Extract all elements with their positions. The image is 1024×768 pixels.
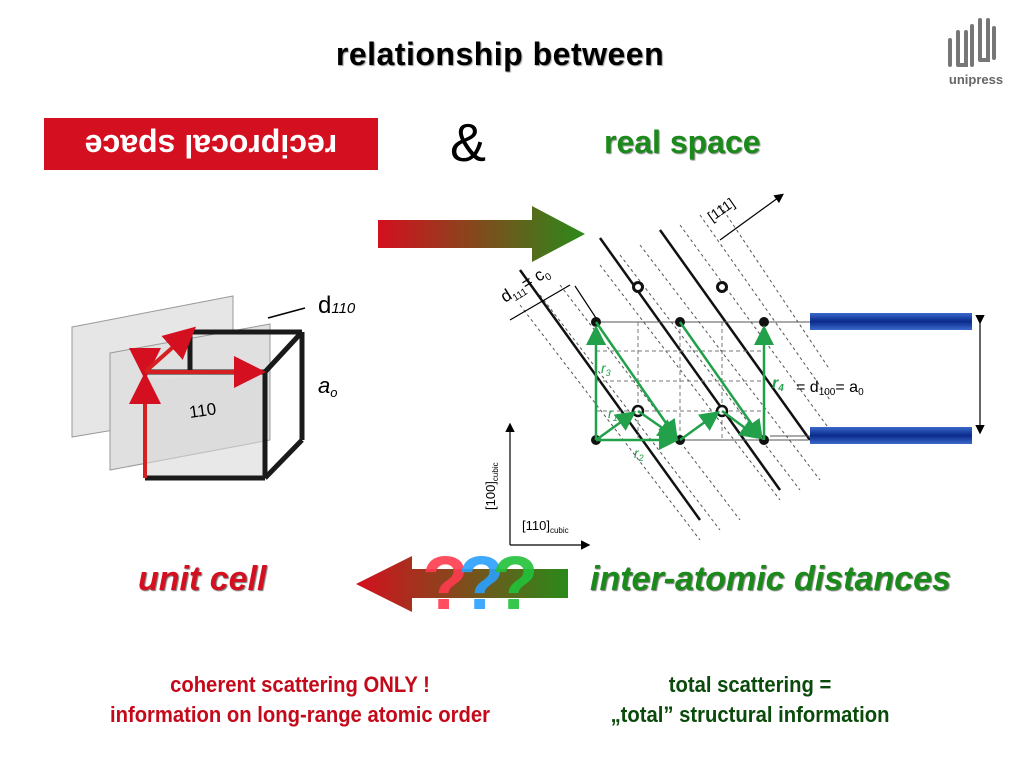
- page-title: relationship between: [335, 36, 665, 72]
- caption-left-line1: coherent scattering ONLY !: [170, 672, 430, 697]
- cube-plane-label: 110: [188, 399, 217, 422]
- caption-total-scattering: total scattering = „total” structural in…: [575, 670, 925, 730]
- dir-111-label: [111]: [705, 195, 738, 225]
- unipress-logo: [948, 18, 996, 67]
- question-mark-red: ?: [422, 541, 469, 626]
- unit-cell-cube: [71, 295, 306, 481]
- arrow-right: [378, 206, 585, 262]
- unit-cell-label: unit cell: [138, 560, 267, 598]
- r4-label: r4: [772, 375, 784, 394]
- axis-100-label: [100]cubic: [483, 462, 500, 510]
- blue-bar-bottom: [810, 427, 972, 444]
- reciprocal-space-banner: reciprocal space: [44, 118, 378, 170]
- r1-label: r1: [608, 405, 618, 423]
- d100-label: = d100= a0: [796, 379, 864, 398]
- inter-atomic-label: inter-atomic distances: [590, 560, 951, 598]
- cube-a-label: ao: [318, 373, 337, 400]
- question-mark-green: ?: [492, 541, 539, 626]
- caption-right-line2: „total” structural information: [610, 702, 890, 727]
- lattice-diagram: [505, 193, 831, 550]
- logo-text: unipress: [948, 72, 1004, 87]
- axis-110-label: [110]cubic: [522, 518, 569, 535]
- caption-left-line2: information on long-range atomic order: [109, 702, 491, 727]
- ampersand: &: [450, 113, 487, 173]
- r3-label: r3: [601, 360, 611, 378]
- caption-right-line1: total scattering =: [668, 672, 832, 697]
- r2-label: r2: [634, 445, 644, 463]
- real-space-label: real space: [604, 124, 761, 160]
- caption-coherent-scattering: coherent scattering ONLY ! information o…: [79, 670, 521, 730]
- cube-d-label: d110: [318, 292, 356, 319]
- question-mark-blue: ?: [458, 541, 505, 626]
- arrow-left: [356, 556, 568, 612]
- blue-bar-top: [810, 313, 972, 330]
